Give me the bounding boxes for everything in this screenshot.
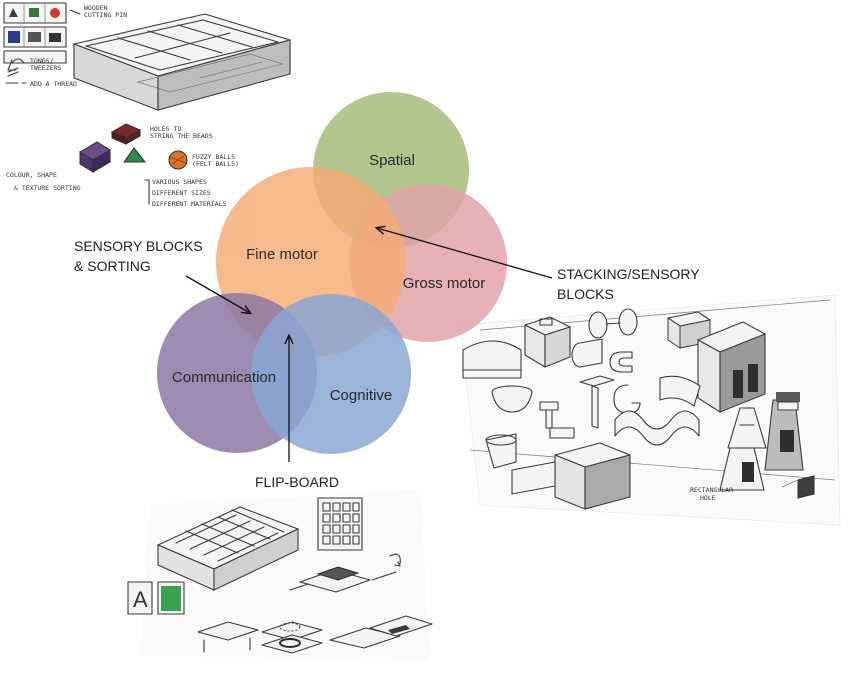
beads-sketch [79, 123, 188, 173]
note-tongs: TONGS/ [30, 57, 54, 65]
note-holes: HOLES TO [150, 125, 181, 133]
note-hole: HOLE [700, 494, 716, 502]
label-spatial: Spatial [369, 152, 415, 169]
callout-sorting: & SORTING [74, 258, 151, 274]
note-different-materials: DIFFERENT MATERIALS [152, 200, 226, 208]
tools-sketch [5, 9, 81, 84]
sorting-cards-sketch [3, 2, 67, 64]
tray-grid [175, 509, 285, 562]
note-various-shapes: VARIOUS SHAPES [152, 178, 207, 186]
note-colour-shape: COLOUR, SHAPE [6, 171, 57, 179]
note-string-beads: STRING THE BEADS [150, 132, 213, 140]
note-wooden-pin: WOODEN [84, 4, 108, 12]
stacking-blocks-sketch: RECTANGULAR HOLE [459, 294, 841, 526]
label-communication: Communication [172, 369, 276, 386]
compartment-tray-sketch [73, 13, 291, 111]
board-grid [322, 502, 360, 545]
note-tweezers: TWEEZERS [30, 64, 61, 72]
note-add-thread: ADD A THREAD [30, 80, 77, 88]
note-fuzzy-balls: FUZZY BALLS [192, 153, 235, 161]
callout-blocks: BLOCKS [557, 286, 614, 302]
label-cognitive: Cognitive [330, 387, 393, 404]
callout-flip-board: FLIP-BOARD [255, 474, 339, 490]
arrow-sensory-blocks [185, 275, 250, 313]
note-felt-balls: (FELT BALLS) [192, 160, 239, 168]
callout-stacking-sensory: STACKING/SENSORY [557, 266, 700, 282]
flip-board-sketch: A [127, 490, 433, 660]
note-rectangular: RECTANGULAR [690, 486, 733, 494]
label-gross-motor: Gross motor [403, 275, 486, 292]
note-cutting-pin: CUTTING PIN [84, 11, 127, 19]
note-texture-sorting: & TEXTURE SORTING [14, 184, 81, 192]
callout-sensory-blocks: SENSORY BLOCKS [74, 238, 203, 254]
label-fine-motor: Fine motor [246, 246, 318, 263]
card-letter: A [133, 587, 148, 612]
arrow-stacking-blocks [377, 228, 553, 279]
sensory-sorting-sketch: WOODEN CUTTING PIN TONGS/ TWEEZERS ADD A… [3, 2, 291, 208]
note-different-sizes: DIFFERENT SIZES [152, 189, 211, 197]
